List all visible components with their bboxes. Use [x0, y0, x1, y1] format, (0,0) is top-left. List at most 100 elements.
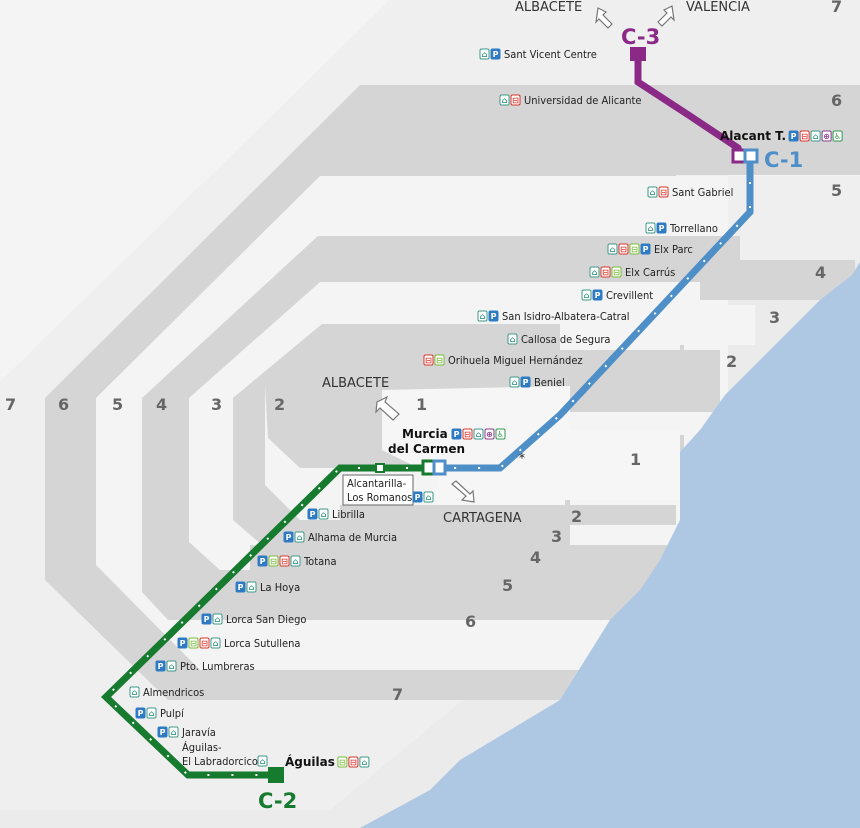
svg-text:2: 2 [274, 395, 285, 414]
station-crevillent[interactable]: Crevillent⌂P [581, 289, 653, 302]
taxi-icon-glyph: ⌂ [171, 728, 177, 737]
svg-text:5: 5 [112, 395, 123, 414]
tram-icon-glyph: ⊟ [190, 639, 197, 648]
accessible-icon-glyph: ♿ [834, 132, 841, 141]
svg-text:ALBACETE: ALBACETE [515, 0, 582, 15]
parking-icon-glyph: P [493, 50, 499, 59]
station-name: Alhama de Murcia [308, 531, 397, 544]
accessible-icon-glyph: ♿ [497, 430, 504, 439]
station-aguilas[interactable]: Águilas⊟⊟⌂ [285, 754, 370, 769]
svg-text:2: 2 [571, 507, 582, 526]
tram-icon [434, 354, 445, 366]
station-alcantarilla-los-romanos[interactable]: Alcantarilla- Los Romanos P⌂ [342, 474, 434, 506]
alacant-c1-marker[interactable] [743, 148, 759, 164]
station-name: Almendricos [143, 686, 204, 699]
parking-icon-glyph: P [595, 291, 601, 300]
station-name: Totana [303, 555, 337, 568]
service-icons: P⌂ [307, 508, 329, 520]
direction-arrow-icon [375, 395, 400, 421]
murcia-c1-marker[interactable] [432, 459, 447, 476]
parking-icon [257, 555, 268, 567]
direction-albacete-top: ALBACETE [515, 0, 613, 29]
taxi-icon [166, 660, 177, 672]
station-name: Sant Vicent Centre [504, 48, 597, 61]
taxi-icon [359, 756, 370, 768]
parking-icon-glyph: P [454, 430, 460, 439]
station-murcia-del-carmen[interactable]: Murcia del Carmen P⊟⌂⊕♿ [388, 427, 506, 456]
station-name: Elx Parc [654, 243, 693, 256]
tram-icon [268, 555, 279, 567]
station-name: La Hoya [260, 581, 300, 594]
line-c2-label: C-2 [258, 789, 297, 813]
taxi-icon-glyph: ⌂ [650, 188, 656, 197]
line-c1-track [432, 158, 754, 472]
station-sant-vicent-centre[interactable]: Sant Vicent Centre ⌂ P [479, 48, 597, 61]
taxi-icon-glyph: ⌂ [610, 245, 616, 254]
station-name: Orihuela Miguel Hernández [448, 354, 583, 367]
bus-icon [462, 428, 473, 440]
aguilas-terminal-marker[interactable] [268, 767, 284, 783]
taxi-icon-glyph: ⌂ [476, 430, 482, 439]
svg-text:5: 5 [831, 181, 842, 200]
service-icons: P⊟⊟⌂ [257, 555, 301, 567]
bus-icon-glyph: ⊟ [602, 268, 609, 277]
station-labels: Sant Vicent Centre⌂P Universidad de Alic… [129, 48, 843, 769]
station-name: Alacant T. [720, 129, 786, 143]
parking-icon [307, 508, 318, 520]
station-torrellano[interactable]: Torrellano⌂P [645, 222, 718, 235]
taxi-icon-glyph: ⌂ [482, 50, 488, 59]
service-icons: ⌂P [509, 376, 531, 388]
taxi-icon [499, 94, 510, 106]
alacant-interchange-marker[interactable] [731, 148, 747, 164]
svg-text:Los Romanos: Los Romanos [347, 491, 412, 504]
station-name: Águilas [285, 754, 335, 769]
footnote-asterisk: * [519, 451, 525, 465]
station-orihuela-miguel-hernandez[interactable]: Orihuela Miguel Hernández⊟⊟ [423, 354, 583, 367]
parking-icon-glyph: P [643, 245, 649, 254]
service-icons: ⌂⊟⊟P [607, 243, 651, 255]
labradorcico-service-icons: ⌂ [257, 755, 268, 767]
service-icons: ⌂⊟⊟ [589, 266, 622, 278]
taxi-icon-glyph: ⌂ [648, 224, 654, 233]
taxi-icon [607, 243, 618, 255]
service-icons: ⌂ [129, 686, 140, 698]
service-icons: P⌂ [201, 613, 223, 625]
station-san-isidro-albatera-catral[interactable]: San Isidro-Albatera-Catral⌂P [477, 310, 630, 323]
taxi-icon-glyph: ⌂ [249, 583, 255, 592]
bus-icon-glyph: ⊟ [512, 96, 519, 105]
station-callosa-de-segura[interactable]: Callosa de Segura⌂ [507, 333, 610, 346]
station-almendricos[interactable]: Almendricos⌂ [129, 686, 204, 699]
tram-icon-glyph: ⊟ [631, 245, 638, 254]
station-universidad-de-alicante[interactable]: Universidad de Alicante⌂⊟ [499, 94, 642, 107]
access-icon [821, 130, 832, 142]
murcia-interchange-marker[interactable] [421, 459, 436, 476]
access-icon-glyph: ⊕ [823, 132, 830, 141]
station-elx-carrus[interactable]: Elx Carrús⌂⊟⊟ [589, 266, 675, 279]
svg-text:del Carmen: del Carmen [388, 442, 465, 456]
station-alacant-terminal[interactable]: Alacant T.P⊟⌂⊕♿ [720, 129, 843, 143]
station-name: San Isidro-Albatera-Catral [502, 310, 630, 323]
alcantarilla-stop-marker[interactable] [375, 463, 385, 473]
service-icons: P⌂ [157, 726, 179, 738]
sant-vicent-terminal-marker[interactable] [630, 47, 646, 61]
taxi-icon [129, 686, 140, 698]
svg-text:5: 5 [502, 576, 513, 595]
taxi-icon [290, 555, 301, 567]
station-beniel[interactable]: Beniel⌂P [509, 376, 565, 389]
station-aguilas-el-labradorcico[interactable]: Águilas- El Labradorcico ⌂ [182, 741, 268, 768]
service-icons: ⊟⊟⌂ [337, 756, 370, 768]
station-sant-gabriel[interactable]: Sant Gabriel⌂⊟ [647, 186, 733, 199]
parking-icon [201, 613, 212, 625]
taxi-icon-glyph: ⌂ [297, 533, 303, 542]
station-elx-parc[interactable]: Elx Parc⌂⊟⊟P [607, 243, 693, 256]
bus-icon [618, 243, 629, 255]
